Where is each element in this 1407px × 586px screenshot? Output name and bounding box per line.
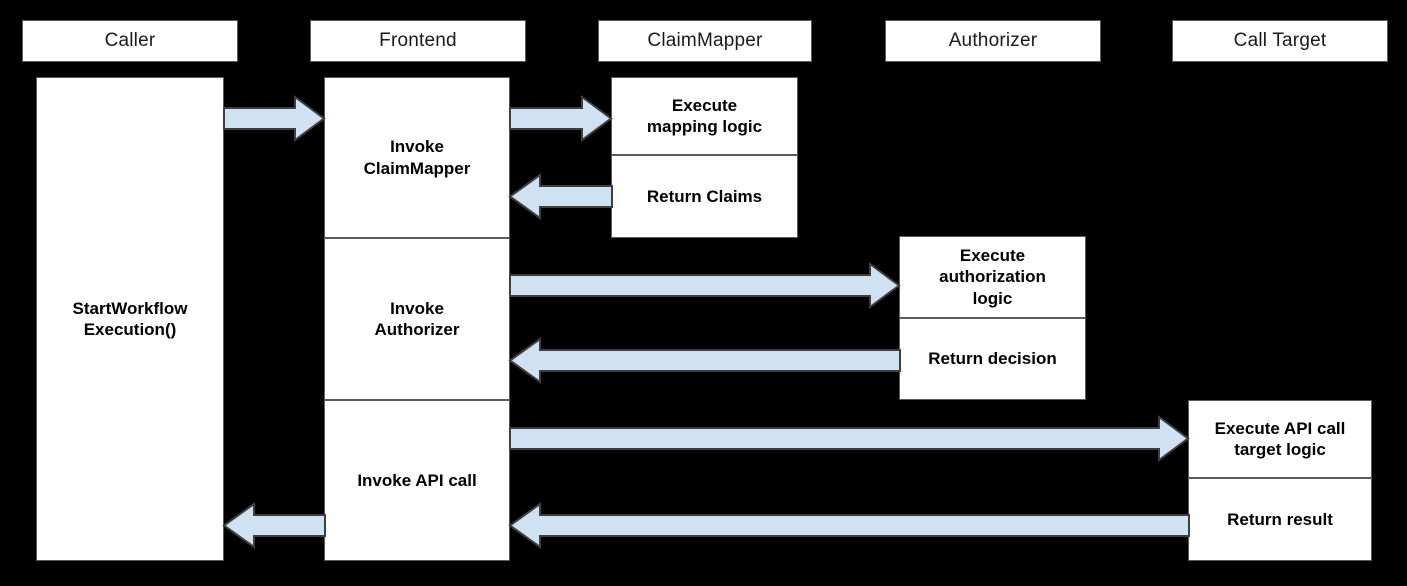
lane-header-frontend-label: Frontend — [379, 30, 457, 51]
activation-authorizer-return[interactable]: Return decision — [899, 318, 1086, 400]
lane-header-calltarget[interactable]: Call Target — [1172, 20, 1388, 62]
lane-header-caller-label: Caller — [104, 30, 156, 51]
activation-frontend-invoke-api-call[interactable]: Invoke API call — [324, 400, 510, 561]
arrow-calltarget-to-frontend — [508, 502, 1190, 549]
lane-header-frontend[interactable]: Frontend — [310, 20, 526, 62]
arrow-authorizer-to-frontend — [508, 337, 901, 384]
arrow-frontend-to-claimmapper — [509, 95, 613, 142]
lane-header-calltarget-label: Call Target — [1233, 30, 1327, 51]
arrow-caller-to-frontend — [223, 95, 326, 142]
activation-calltarget-return[interactable]: Return result — [1188, 478, 1372, 561]
activation-claimmapper-return[interactable]: Return Claims — [611, 155, 798, 238]
lane-header-authorizer-label: Authorizer — [948, 30, 1038, 51]
lane-header-claimmapper[interactable]: ClaimMapper — [598, 20, 812, 62]
arrow-claimmapper-to-frontend — [508, 173, 613, 220]
activation-authorizer-return-label: Return decision — [928, 349, 1057, 369]
lane-header-claimmapper-label: ClaimMapper — [647, 30, 763, 51]
activation-claimmapper-return-label: Return Claims — [646, 186, 763, 206]
activation-frontend-invoke-api-call-label: Invoke API call — [357, 470, 477, 490]
arrow-frontend-to-authorizer — [509, 262, 901, 309]
arrow-frontend-to-caller — [222, 502, 326, 549]
lane-header-authorizer[interactable]: Authorizer — [885, 20, 1101, 62]
activation-calltarget-return-label: Return result — [1227, 509, 1333, 529]
arrow-frontend-to-calltarget — [509, 415, 1190, 462]
lane-header-caller[interactable]: Caller — [22, 20, 238, 62]
